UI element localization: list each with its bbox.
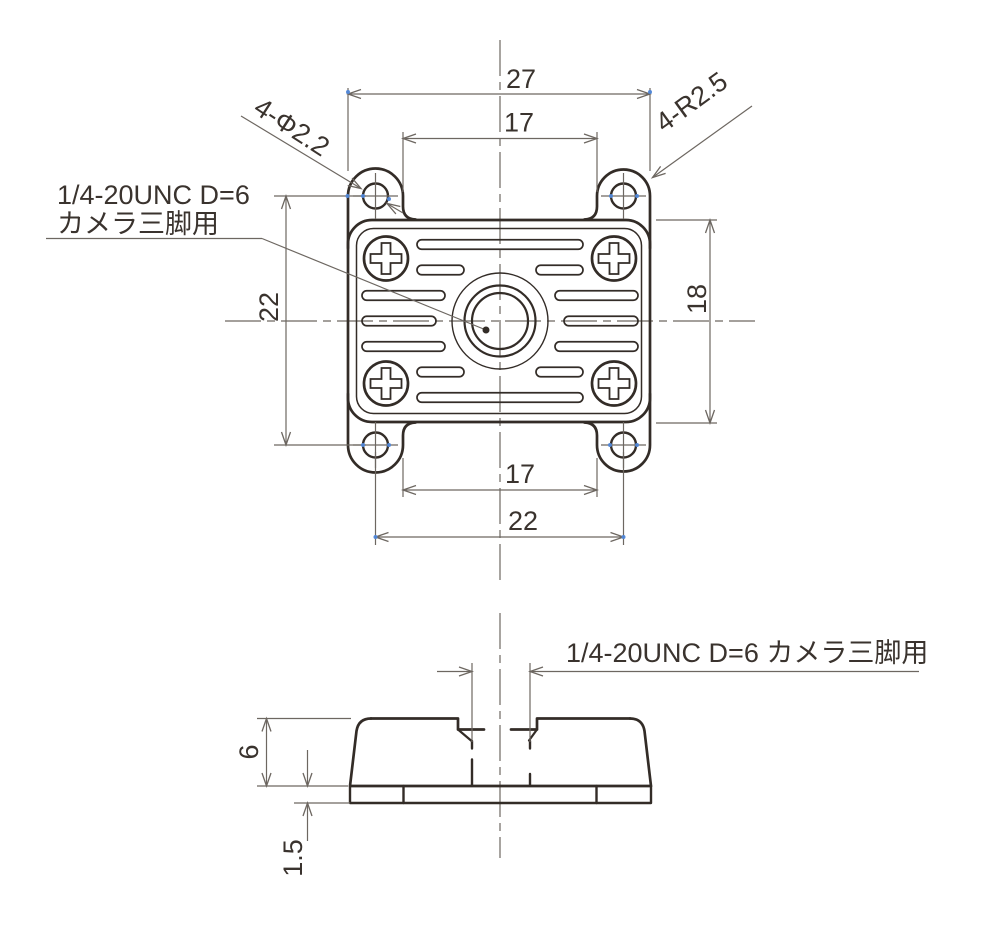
phillips-cross-icon <box>597 242 631 275</box>
rib-slot <box>535 366 584 378</box>
rib-slot <box>416 264 465 276</box>
dim-slot-width-top-value: 17 <box>504 108 534 138</box>
dim-body-height: 18 <box>656 218 717 425</box>
dim-body-height-value: 18 <box>682 284 712 314</box>
rib-slot <box>563 315 639 327</box>
tripod-thread-note: 1/4-20UNC D=6 カメラ三脚用 <box>46 180 490 334</box>
phillips-screws <box>362 235 638 407</box>
label-corner-radius: 4-R2.5 <box>650 66 753 179</box>
rib-slot <box>554 340 639 353</box>
dim-slot-width-bottom-value: 17 <box>505 459 535 489</box>
phillips-cross-icon <box>597 367 631 400</box>
dim-hole-pitch-horizontal: 22 <box>373 452 626 545</box>
rib-slot <box>361 289 446 302</box>
dim-overall-width: 27 <box>346 64 652 171</box>
rib-slot <box>416 366 465 378</box>
label-corner-radius-text: 4-R2.5 <box>650 66 733 138</box>
thread-bore-lines <box>470 739 532 787</box>
rib-slot <box>361 340 446 353</box>
rib-slot <box>416 391 584 404</box>
phillips-cross-icon <box>369 242 403 275</box>
thread-note-line2: カメラ三脚用 <box>57 209 219 239</box>
leader-end-dot <box>482 326 490 334</box>
rib-slot <box>535 264 584 276</box>
dim-thread: 1/4-20UNC D=6 カメラ三脚用 <box>437 638 928 742</box>
plate-inner-outline <box>355 227 643 415</box>
dim-height: 6 <box>234 716 351 788</box>
dim-base-thickness-value: 1.5 <box>278 839 308 877</box>
rib-slot <box>554 289 639 302</box>
rib-slot <box>361 315 437 327</box>
dim-base-thickness: 1.5 <box>278 750 350 877</box>
label-corner-holes-text: 4-Φ2.2 <box>249 92 335 162</box>
phillips-cross-icon <box>369 367 403 400</box>
grip-rib-slots <box>361 238 639 404</box>
thread-note-line1: 1/4-20UNC D=6 <box>57 180 250 210</box>
ear-bottom-left <box>346 392 417 474</box>
dim-hole-pitch-vertical-value: 22 <box>254 292 284 322</box>
dim-height-value: 6 <box>234 744 264 759</box>
side-thread-note-text: 1/4-20UNC D=6 カメラ三脚用 <box>566 638 928 668</box>
top-view-dimensions: 27 17 22 18 <box>254 64 717 545</box>
ear-top-left <box>346 167 417 250</box>
dim-hole-pitch-vertical: 22 <box>254 194 366 447</box>
dim-slot-width-top: 17 <box>401 108 599 192</box>
snap-vertex-dots <box>345 90 652 539</box>
side-top-edge-right <box>509 717 632 731</box>
base-flange-outline <box>348 784 653 805</box>
plate-outer-outline <box>346 218 652 424</box>
side-top-edge-left <box>369 717 486 731</box>
thread-chamfer-left <box>456 728 473 742</box>
rib-slot <box>416 238 584 251</box>
side-body-outline <box>348 717 653 788</box>
dim-overall-width-value: 27 <box>506 64 536 94</box>
dim-hole-pitch-horizontal-value: 22 <box>508 506 538 536</box>
ear-bottom-right <box>583 392 652 473</box>
ear-top-right <box>583 168 652 250</box>
side-view-dimensions: 1/4-20UNC D=6 カメラ三脚用 6 1.5 <box>234 638 928 877</box>
dim-slot-width-bottom: 17 <box>401 458 599 497</box>
side-view <box>348 613 653 858</box>
